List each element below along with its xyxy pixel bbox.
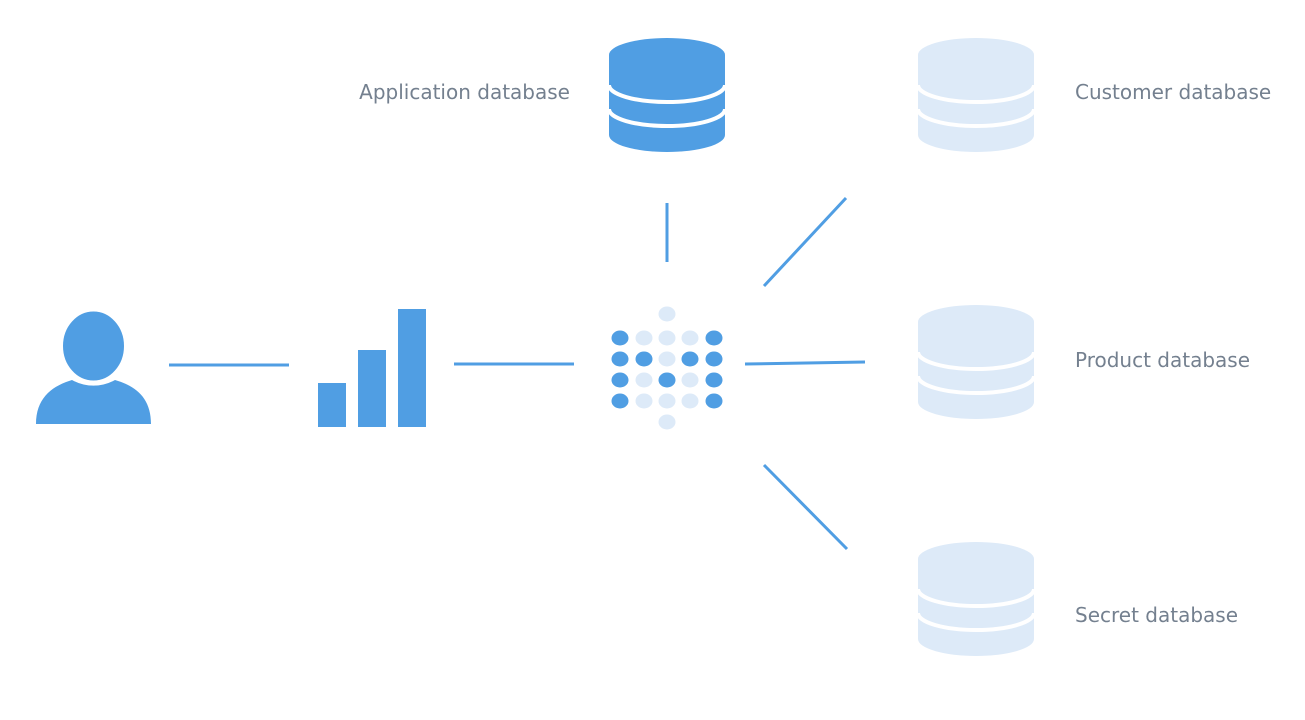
application-database-icon bbox=[607, 38, 727, 152]
bar-chart-icon bbox=[318, 309, 426, 427]
hub-dot bbox=[681, 351, 699, 367]
dot-grid-logo-icon bbox=[611, 306, 723, 430]
database-band bbox=[916, 375, 1036, 395]
hub-dot bbox=[658, 351, 676, 367]
hub-dot bbox=[705, 330, 723, 346]
hub-dot bbox=[658, 372, 676, 388]
database-body bbox=[918, 38, 1034, 152]
database-band bbox=[607, 84, 727, 104]
hub-dot bbox=[681, 330, 699, 346]
database-band bbox=[916, 612, 1036, 632]
bar-chart-bar-short bbox=[318, 383, 346, 427]
database-body bbox=[918, 305, 1034, 419]
database-band bbox=[916, 108, 1036, 128]
database-band bbox=[607, 108, 727, 128]
hub-dot bbox=[658, 306, 676, 322]
hub-dot bbox=[611, 351, 629, 367]
hub-dot bbox=[635, 330, 653, 346]
secret-database-icon bbox=[916, 542, 1036, 656]
hub-dot bbox=[705, 393, 723, 409]
hub-dot bbox=[705, 351, 723, 367]
database-body bbox=[918, 542, 1034, 656]
connector-hub-to-product-db bbox=[744, 360, 866, 366]
database-body bbox=[609, 38, 725, 152]
customer-database-label: Customer database bbox=[1075, 80, 1272, 104]
user-icon bbox=[36, 306, 151, 424]
hub-dot bbox=[681, 393, 699, 409]
hub-dot bbox=[658, 330, 676, 346]
hub-dot bbox=[635, 351, 653, 367]
bar-chart-bar-medium bbox=[358, 350, 386, 427]
product-database-icon bbox=[916, 305, 1036, 419]
database-band bbox=[916, 588, 1036, 608]
hub-dot bbox=[611, 330, 629, 346]
hub-dot bbox=[681, 372, 699, 388]
hub-dot bbox=[658, 393, 676, 409]
hub-dot bbox=[611, 393, 629, 409]
application-database-label: Application database bbox=[359, 80, 570, 104]
hub-dot bbox=[658, 414, 676, 430]
connector-hub-to-customer-db bbox=[762, 196, 848, 288]
database-band bbox=[916, 351, 1036, 371]
secret-database-label: Secret database bbox=[1075, 603, 1239, 627]
connector-hub-to-secret-db bbox=[762, 463, 849, 551]
hub-dot bbox=[635, 393, 653, 409]
product-database-label: Product database bbox=[1075, 348, 1251, 372]
database-band bbox=[916, 84, 1036, 104]
bar-chart-bar-tall bbox=[398, 309, 426, 427]
hub-dot bbox=[611, 372, 629, 388]
hub-dot bbox=[705, 372, 723, 388]
customer-database-icon bbox=[916, 38, 1036, 152]
connectors bbox=[169, 196, 866, 551]
hub-dot bbox=[635, 372, 653, 388]
